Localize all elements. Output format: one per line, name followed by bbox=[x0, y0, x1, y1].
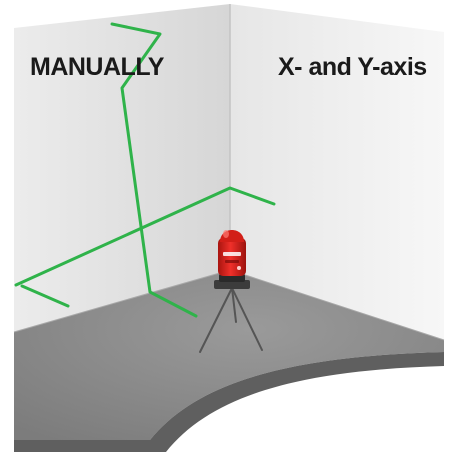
laser-floor-line bbox=[20, 284, 70, 308]
left-wall-label: MANUALLY bbox=[30, 53, 165, 81]
tripod-icon bbox=[199, 287, 263, 353]
right-wall bbox=[230, 4, 444, 340]
cross-line-laser-level-icon bbox=[214, 230, 250, 289]
floor-edge bbox=[14, 352, 444, 452]
laser-vertical-line bbox=[110, 22, 198, 318]
laser-lines bbox=[14, 22, 276, 318]
right-wall-label: X- and Y-axis bbox=[278, 53, 427, 81]
left-wall bbox=[14, 4, 230, 332]
laser-horizontal-line bbox=[14, 186, 276, 287]
floor bbox=[14, 270, 444, 440]
